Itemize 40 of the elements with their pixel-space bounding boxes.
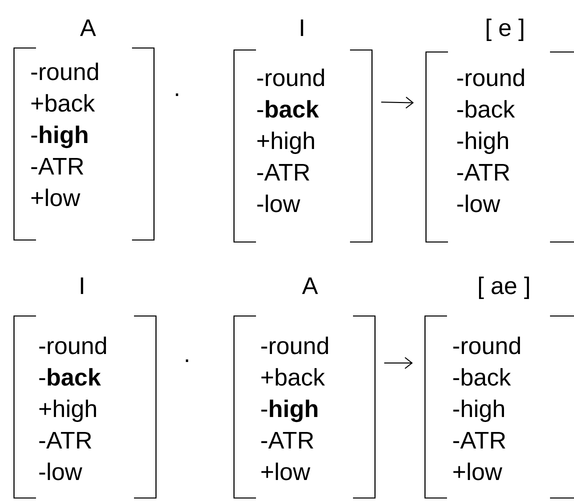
matrix-heading: I	[80, 277, 84, 294]
feature-label: -round	[453, 336, 520, 354]
matrix-heading: [ e ]	[486, 18, 524, 41]
matrix-heading: [ ae ]	[479, 276, 529, 299]
feature-label: -ATR	[257, 164, 310, 180]
feature-label: -back	[457, 100, 515, 118]
feature-label: +low	[453, 462, 502, 480]
feature-label: -round	[261, 336, 328, 354]
feature-label: -ATR	[261, 432, 314, 448]
feature-label: +back	[261, 368, 325, 386]
arrow	[384, 357, 413, 369]
feature-label: -back	[257, 100, 319, 118]
feature-label: -high	[457, 132, 508, 154]
feature-label: -ATR	[453, 432, 506, 448]
feature-label: -ATR	[39, 432, 92, 448]
feature-label: -round	[257, 68, 324, 86]
matrix-heading: A	[302, 277, 318, 294]
operator-dot: .	[176, 93, 178, 96]
feature-label: -low	[257, 194, 300, 212]
feature-label: +low	[261, 462, 310, 480]
matrix-heading: I	[300, 19, 304, 36]
arrow	[380, 96, 414, 109]
feature-label: -ATR	[31, 158, 84, 174]
feature-label: -high	[261, 400, 318, 422]
feature-label: -ATR	[457, 164, 510, 180]
feature-label: +high	[39, 400, 96, 422]
feature-label: -back	[453, 368, 511, 386]
feature-label: -high	[31, 126, 88, 148]
feature-label: +back	[31, 94, 95, 112]
feature-label: -low	[39, 462, 82, 480]
feature-label: -round	[457, 68, 524, 86]
feature-label: +high	[257, 132, 314, 154]
feature-label: -high	[453, 400, 504, 422]
feature-label: +low	[31, 188, 80, 206]
feature-label: -back	[39, 368, 101, 386]
feature-label: -round	[39, 336, 106, 354]
matrix-heading: A	[80, 19, 96, 36]
feature-label: -low	[457, 194, 500, 212]
feature-label: -round	[31, 62, 98, 80]
operator-dot: .	[186, 359, 188, 362]
